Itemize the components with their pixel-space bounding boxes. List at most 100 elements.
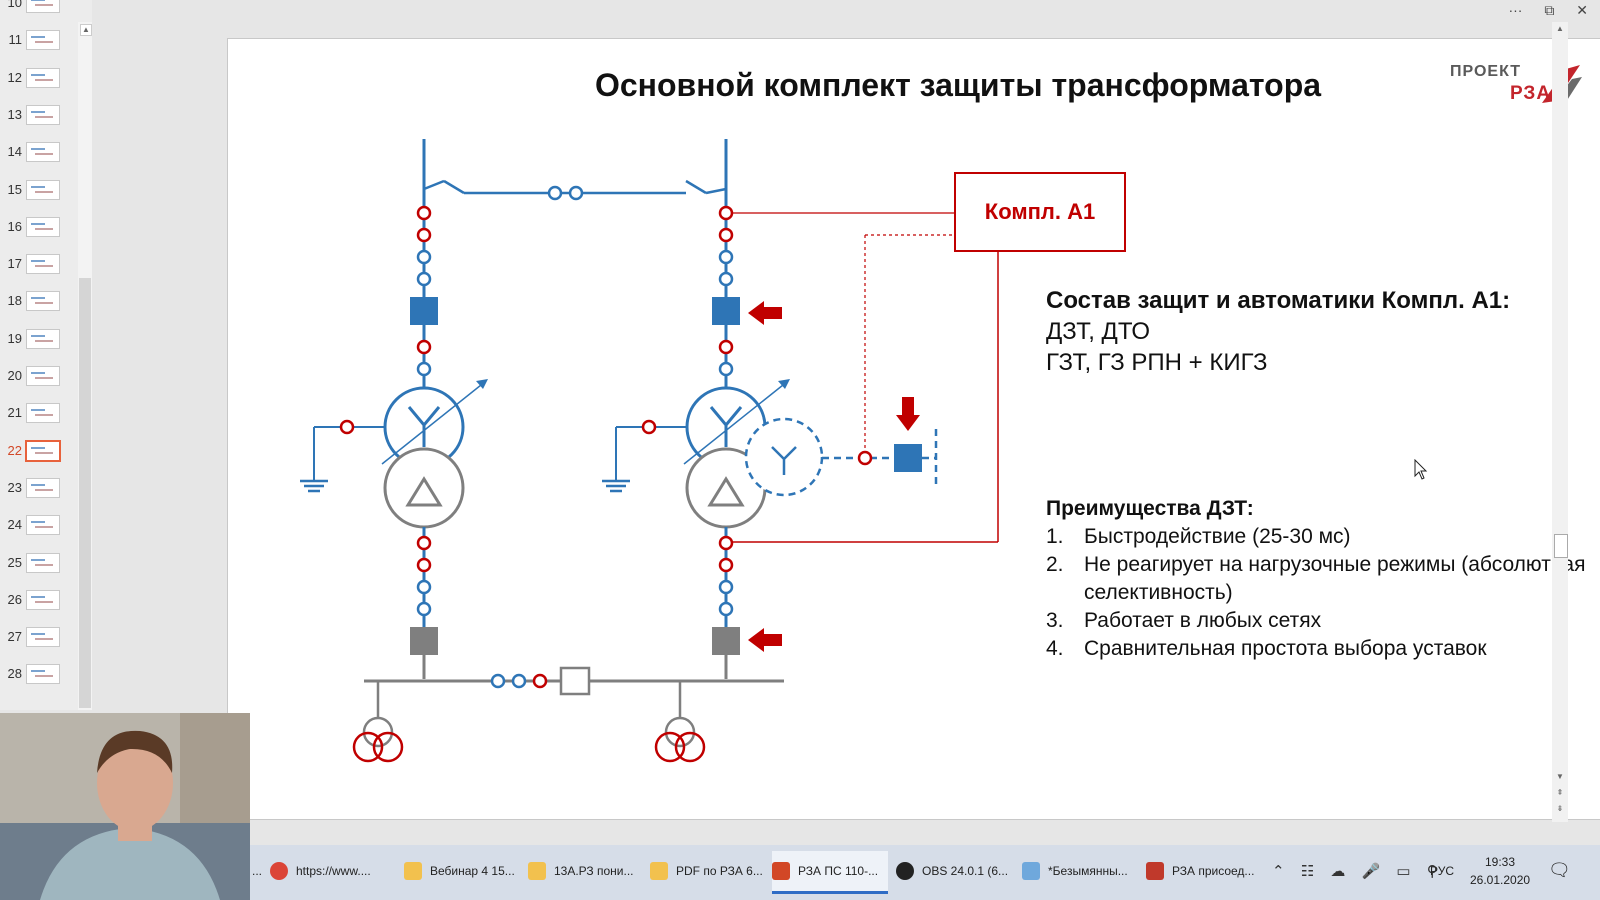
slide-thumbnail-28[interactable]: 28 xyxy=(0,660,92,696)
slide-thumbnail-17[interactable]: 17 xyxy=(0,250,92,286)
complect-a1-box: Компл. А1 xyxy=(954,172,1126,252)
third-winding-dashed xyxy=(744,417,824,497)
current-transformer xyxy=(718,339,734,355)
slide-thumbnail-13[interactable]: 13 xyxy=(0,101,92,137)
current-transformer xyxy=(416,205,432,221)
thumbnail-preview[interactable] xyxy=(26,179,60,200)
previous-slide-icon[interactable]: ⇞ xyxy=(1556,788,1564,797)
slide-thumbnail-18[interactable]: 18 xyxy=(0,287,92,323)
taskbar-item-label: РЗА присоед... xyxy=(1172,864,1255,878)
pdf-icon xyxy=(1146,862,1164,880)
thumbnail-number: 11 xyxy=(8,32,23,48)
taskbar-item-6[interactable]: OBS 24.0.1 (6... xyxy=(896,851,1014,891)
tray-icons[interactable]: ⌃ ☷ ☁ 🎤 ▭ ⚲ xyxy=(1272,863,1444,880)
thumbnail-preview[interactable] xyxy=(26,664,60,685)
thumbnail-preview[interactable] xyxy=(26,254,60,275)
next-slide-icon[interactable]: ⇟ xyxy=(1556,804,1564,813)
windows-taskbar: ... https://www....Вебинар 4 15...13А.РЗ … xyxy=(0,845,1600,900)
delta-symbol xyxy=(707,476,745,507)
slide-thumbnail-22[interactable]: 22 xyxy=(0,437,92,473)
folder-icon xyxy=(404,862,422,880)
current-transformer xyxy=(416,227,432,243)
restore-window-icon[interactable]: ⧉ xyxy=(1544,2,1555,18)
logo-line1: ПРОЕКТ xyxy=(1450,63,1522,80)
slide-thumbnail-26[interactable]: 26 xyxy=(0,586,92,622)
slide-thumbnail-23[interactable]: 23 xyxy=(0,474,92,510)
slide-thumbnail-24[interactable]: 24 xyxy=(0,511,92,547)
taskbar-item-2[interactable]: Вебинар 4 15... xyxy=(404,851,522,891)
current-transformer xyxy=(718,535,734,551)
arrowhead xyxy=(778,379,790,389)
language-indicator[interactable]: РУС xyxy=(1430,864,1455,878)
slide-thumbnail-11[interactable]: 11 xyxy=(0,26,92,62)
scroll-up-arrow-icon[interactable]: ▲ xyxy=(80,24,92,36)
slide-thumbnail-10[interactable]: 10 xyxy=(0,0,92,25)
close-window-icon[interactable]: ✕ xyxy=(1576,2,1588,18)
taskbar-item-1[interactable]: https://www.... xyxy=(270,851,398,891)
aux-winding xyxy=(654,731,686,763)
slide-thumbnail-14[interactable]: 14 xyxy=(0,138,92,174)
thumbnail-preview[interactable] xyxy=(26,552,60,573)
taskbar-item-4[interactable]: PDF по РЗА 6... xyxy=(650,851,766,891)
taskbar-item-3[interactable]: 13А.РЗ пони... xyxy=(528,851,644,891)
advantage-item-4: 4.Сравнительная простота выбора уставок xyxy=(1046,635,1586,663)
thumbnail-preview[interactable] xyxy=(25,439,61,462)
taskbar-item-5[interactable]: РЗА ПС 110-... xyxy=(772,851,888,894)
thumbnail-preview[interactable] xyxy=(26,328,60,349)
scroll-up-icon[interactable]: ▲ xyxy=(1556,24,1564,33)
slide-scrollbar[interactable]: ▲ ▼ ⇞ ⇟ xyxy=(1552,22,1568,822)
notifications-icon[interactable]: 🗨 xyxy=(1548,860,1571,880)
thumbnail-preview[interactable] xyxy=(26,104,60,125)
thumbnails-scrollbar[interactable]: ▲ xyxy=(78,22,92,710)
slide-canvas[interactable]: Основной комплект защиты трансформатора … xyxy=(227,38,1600,820)
more-options-icon[interactable]: ··· xyxy=(1508,2,1523,18)
slide-scroll-thumb[interactable] xyxy=(1554,534,1568,558)
disconnector-blade xyxy=(443,179,465,195)
taskbar-item-7[interactable]: *Безымянны... xyxy=(1022,851,1140,891)
scroll-down-icon[interactable]: ▼ xyxy=(1556,772,1564,781)
thumbnails-scroll-thumb[interactable] xyxy=(79,278,91,708)
clock[interactable]: 19:33 26.01.2020 xyxy=(1470,853,1530,889)
thumbnail-preview[interactable] xyxy=(26,403,60,424)
taskbar-item-label: PDF по РЗА 6... xyxy=(676,864,763,878)
thumbnail-preview[interactable] xyxy=(26,515,60,536)
thumbnail-number: 17 xyxy=(7,256,22,272)
slide-thumbnail-16[interactable]: 16 xyxy=(0,213,92,249)
slide-thumbnail-21[interactable]: 21 xyxy=(0,399,92,435)
current-transformer xyxy=(416,271,432,287)
thumbnail-preview[interactable] xyxy=(26,627,60,648)
thumbnail-preview[interactable] xyxy=(26,30,60,51)
breaker-hv xyxy=(410,297,438,325)
tap-changer-arrow xyxy=(683,380,789,465)
thumbnail-preview[interactable] xyxy=(26,366,60,386)
thumbnail-preview[interactable] xyxy=(26,0,60,13)
thumbnail-number: 10 xyxy=(7,0,22,10)
disconnector-right-blade xyxy=(685,179,707,195)
taskbar-item-label: ... xyxy=(252,864,263,878)
thumbnail-preview[interactable] xyxy=(26,142,60,163)
current-transformer xyxy=(416,361,432,377)
taskbar-item-0[interactable]: ... xyxy=(252,851,268,891)
slide-thumbnail-15[interactable]: 15 xyxy=(0,176,92,212)
thumbnail-preview[interactable] xyxy=(26,216,60,237)
star-symbol xyxy=(709,406,743,447)
thumbnail-preview[interactable] xyxy=(26,291,60,312)
thumbnail-number: 26 xyxy=(7,591,22,607)
slide-thumbnail-20[interactable]: 20 xyxy=(0,362,92,398)
taskbar-item-label: РЗА ПС 110-... xyxy=(798,864,879,878)
slide-thumbnail-12[interactable]: 12 xyxy=(0,64,92,100)
thumbnail-preview[interactable] xyxy=(26,67,60,88)
composition-line-2: ГЗТ, ГЗ РПН + КИГЗ xyxy=(1046,349,1268,376)
thumbnail-number: 14 xyxy=(7,144,22,160)
thumbnail-preview[interactable] xyxy=(26,589,60,610)
thumbnail-number: 15 xyxy=(7,181,22,197)
winding-delta xyxy=(383,447,465,529)
thumbnail-preview[interactable] xyxy=(26,477,60,498)
slide-thumbnail-25[interactable]: 25 xyxy=(0,549,92,585)
slide-thumbnail-19[interactable]: 19 xyxy=(0,325,92,361)
advantage-item-3: 3.Работает в любых сетях xyxy=(1046,607,1586,635)
taskbar-item-8[interactable]: РЗА присоед... xyxy=(1146,851,1264,891)
slide-thumbnail-27[interactable]: 27 xyxy=(0,623,92,659)
aux-winding xyxy=(362,716,394,748)
webcam-overlay xyxy=(0,713,250,900)
